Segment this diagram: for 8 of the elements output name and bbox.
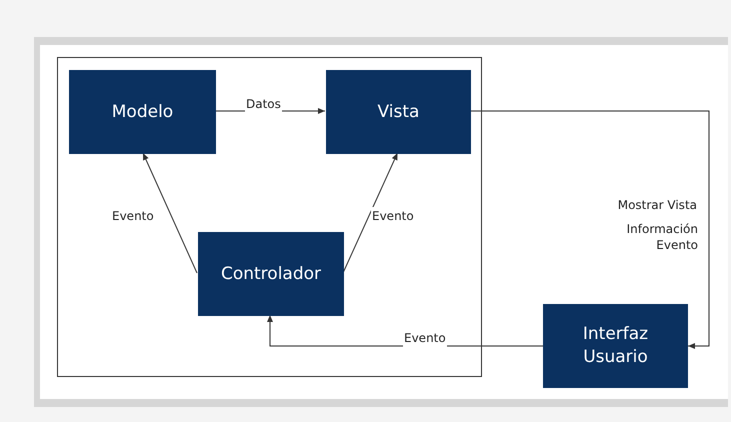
container-box [57,57,482,377]
arrow [142,152,198,274]
note-label: Información Evento [626,221,698,253]
component-box: Vista [326,70,471,154]
component-box: Interfaz Usuario [543,304,688,388]
component-box: Controlador [198,232,344,316]
component-box: Modelo [69,70,216,154]
arrow [470,110,710,349]
